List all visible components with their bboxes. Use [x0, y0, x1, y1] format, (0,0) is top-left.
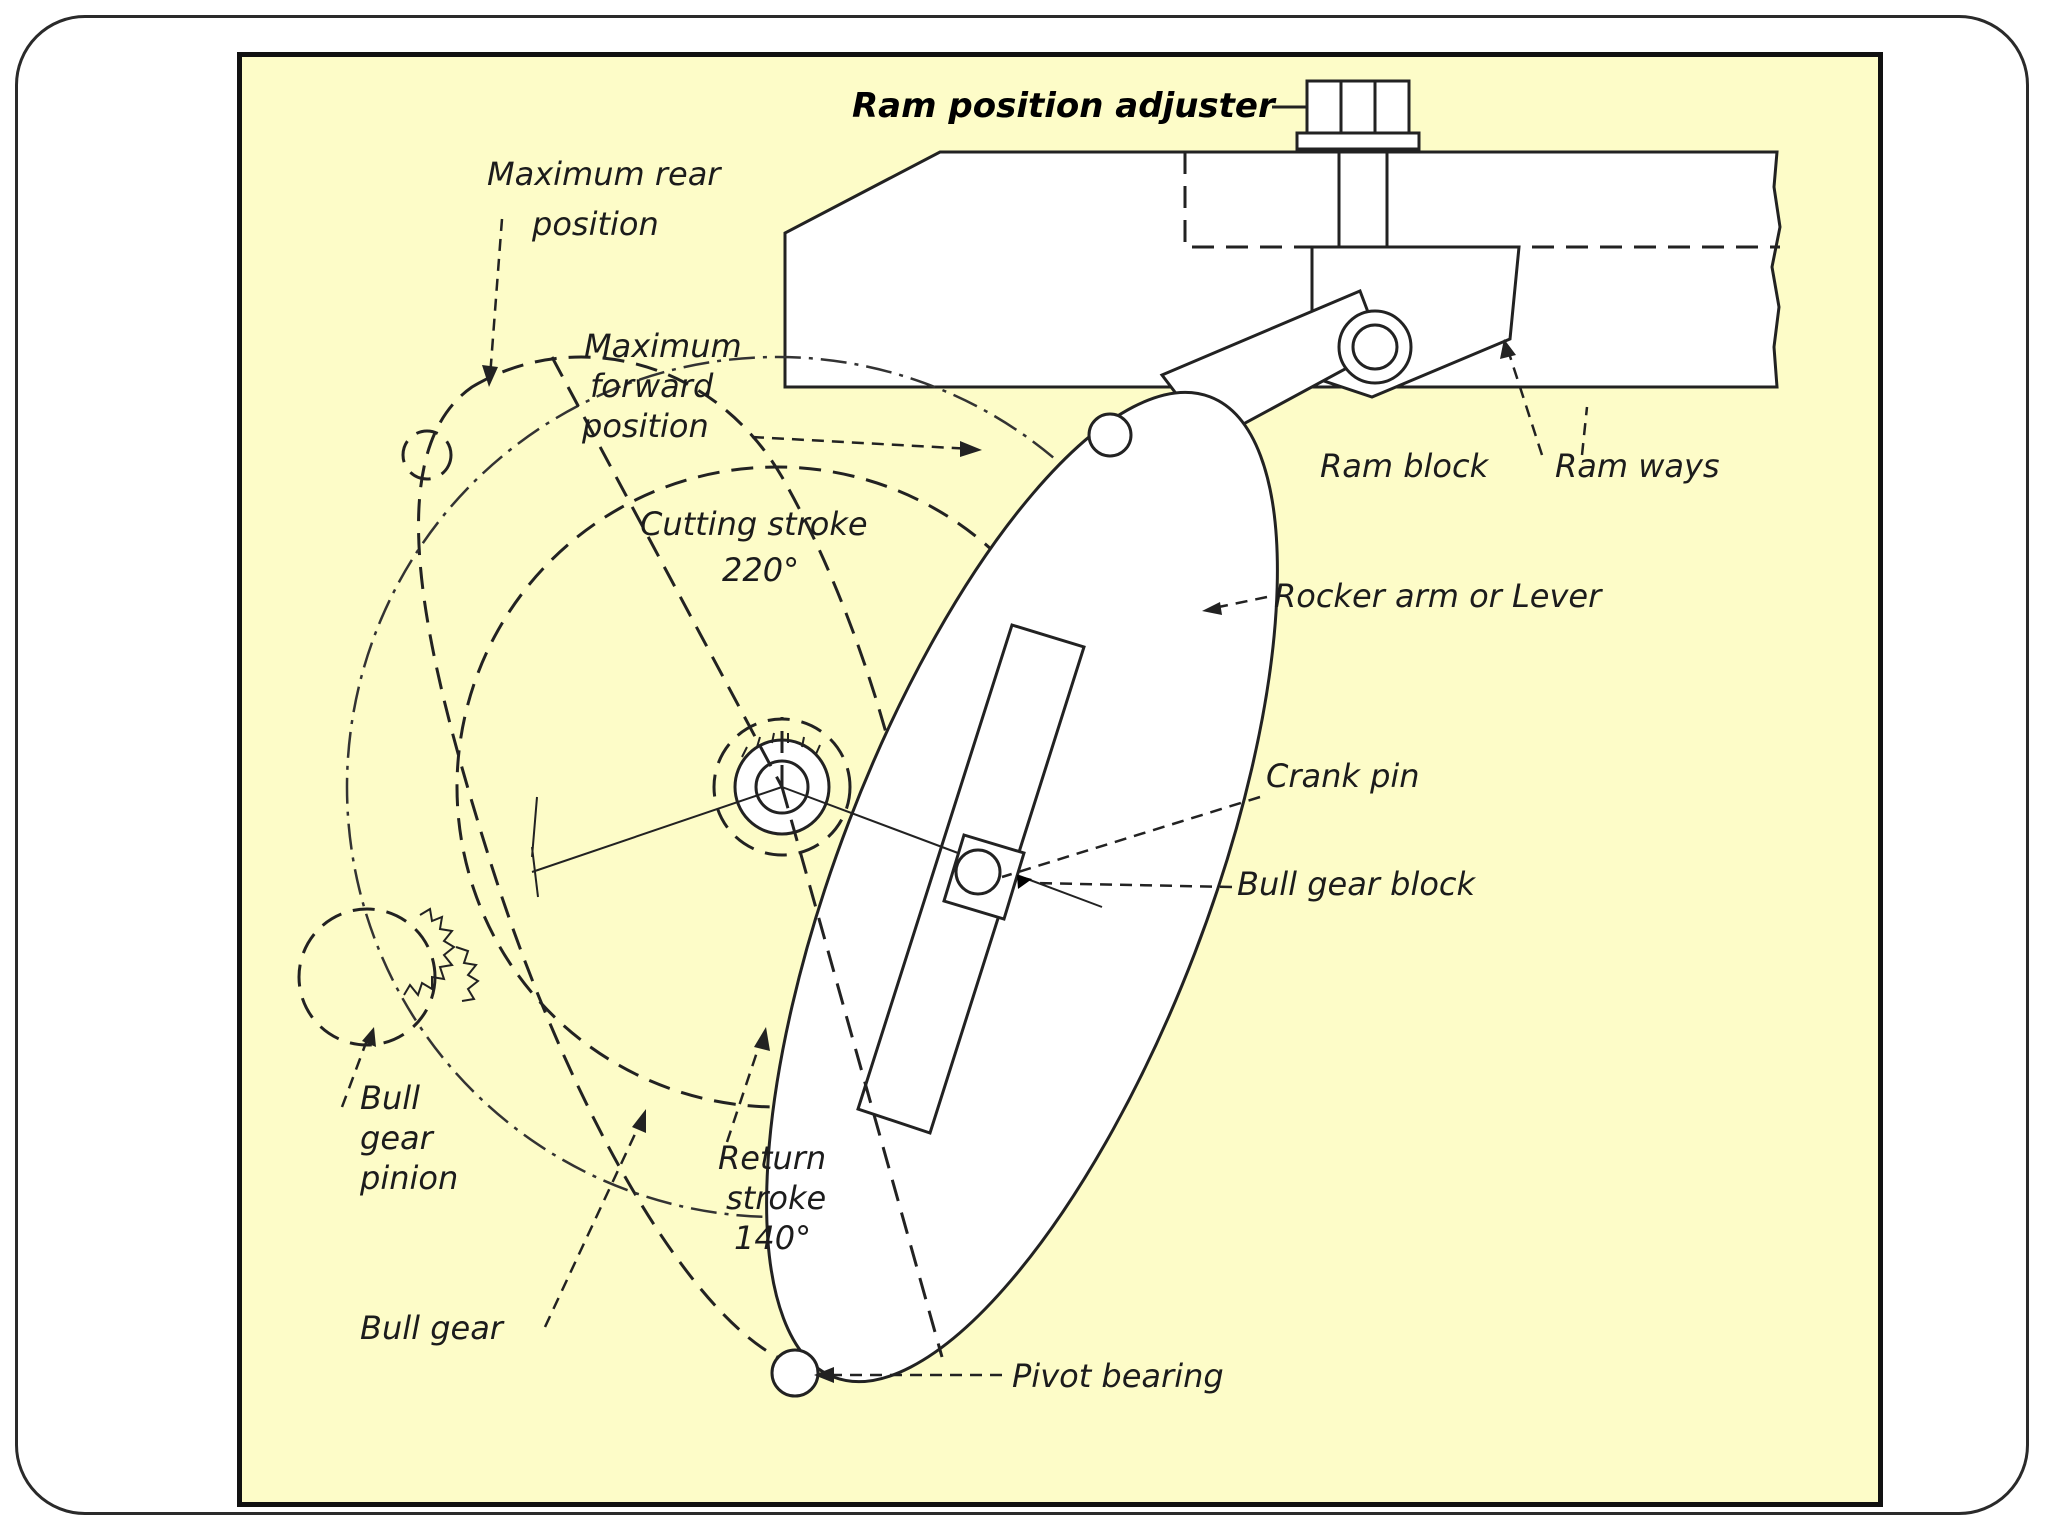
label-max-forward-1: Maximum — [584, 327, 742, 365]
label-cutting-stroke-2: 220° — [722, 551, 799, 589]
shaper-mechanism-figure: Ram position adjuster Maximum rear posit… — [237, 52, 1883, 1507]
bull-gear — [401, 355, 944, 1372]
label-max-rear-1: Maximum rear — [487, 155, 722, 193]
label-cutting-stroke-1: Cutting stroke — [640, 505, 868, 543]
rocker-slot — [856, 623, 1086, 1135]
rocker-arm — [765, 390, 1279, 1398]
label-bull-gear-block: Bull gear block — [1237, 865, 1477, 903]
label-crank-pin: Crank pin — [1266, 757, 1420, 795]
label-bull-gear-pinion-3: pinion — [359, 1159, 458, 1197]
label-max-rear-2: position — [531, 205, 659, 243]
label-return-stroke-3: 140° — [734, 1219, 811, 1257]
label-pivot-bearing: Pivot bearing — [1012, 1357, 1224, 1395]
ram — [783, 150, 1782, 389]
crank-lines — [531, 356, 1103, 1358]
label-bull-gear-pinion-1: Bull — [360, 1079, 420, 1117]
label-bull-gear-pinion-2: gear — [360, 1119, 435, 1157]
bull-gear-block — [942, 833, 1032, 921]
quick-return-diagram: Ram position adjuster Maximum rear posit… — [297, 79, 1782, 1398]
label-max-forward-3: position — [581, 407, 709, 445]
label-ram-position-adjuster: Ram position adjuster — [852, 86, 1277, 126]
ram-position-adjuster — [1272, 79, 1421, 247]
leader-lines — [340, 218, 1589, 1383]
label-return-stroke-2: stroke — [726, 1179, 826, 1217]
label-bull-gear: Bull gear — [360, 1309, 505, 1347]
bull-gear-pinion — [297, 907, 480, 1047]
label-ram-ways: Ram ways — [1555, 447, 1720, 485]
label-max-forward-2: forward — [590, 367, 714, 405]
label-rocker-arm: Rocker arm or Lever — [1274, 577, 1603, 615]
label-ram-block: Ram block — [1320, 447, 1490, 485]
label-return-stroke-1: Return — [718, 1139, 826, 1177]
